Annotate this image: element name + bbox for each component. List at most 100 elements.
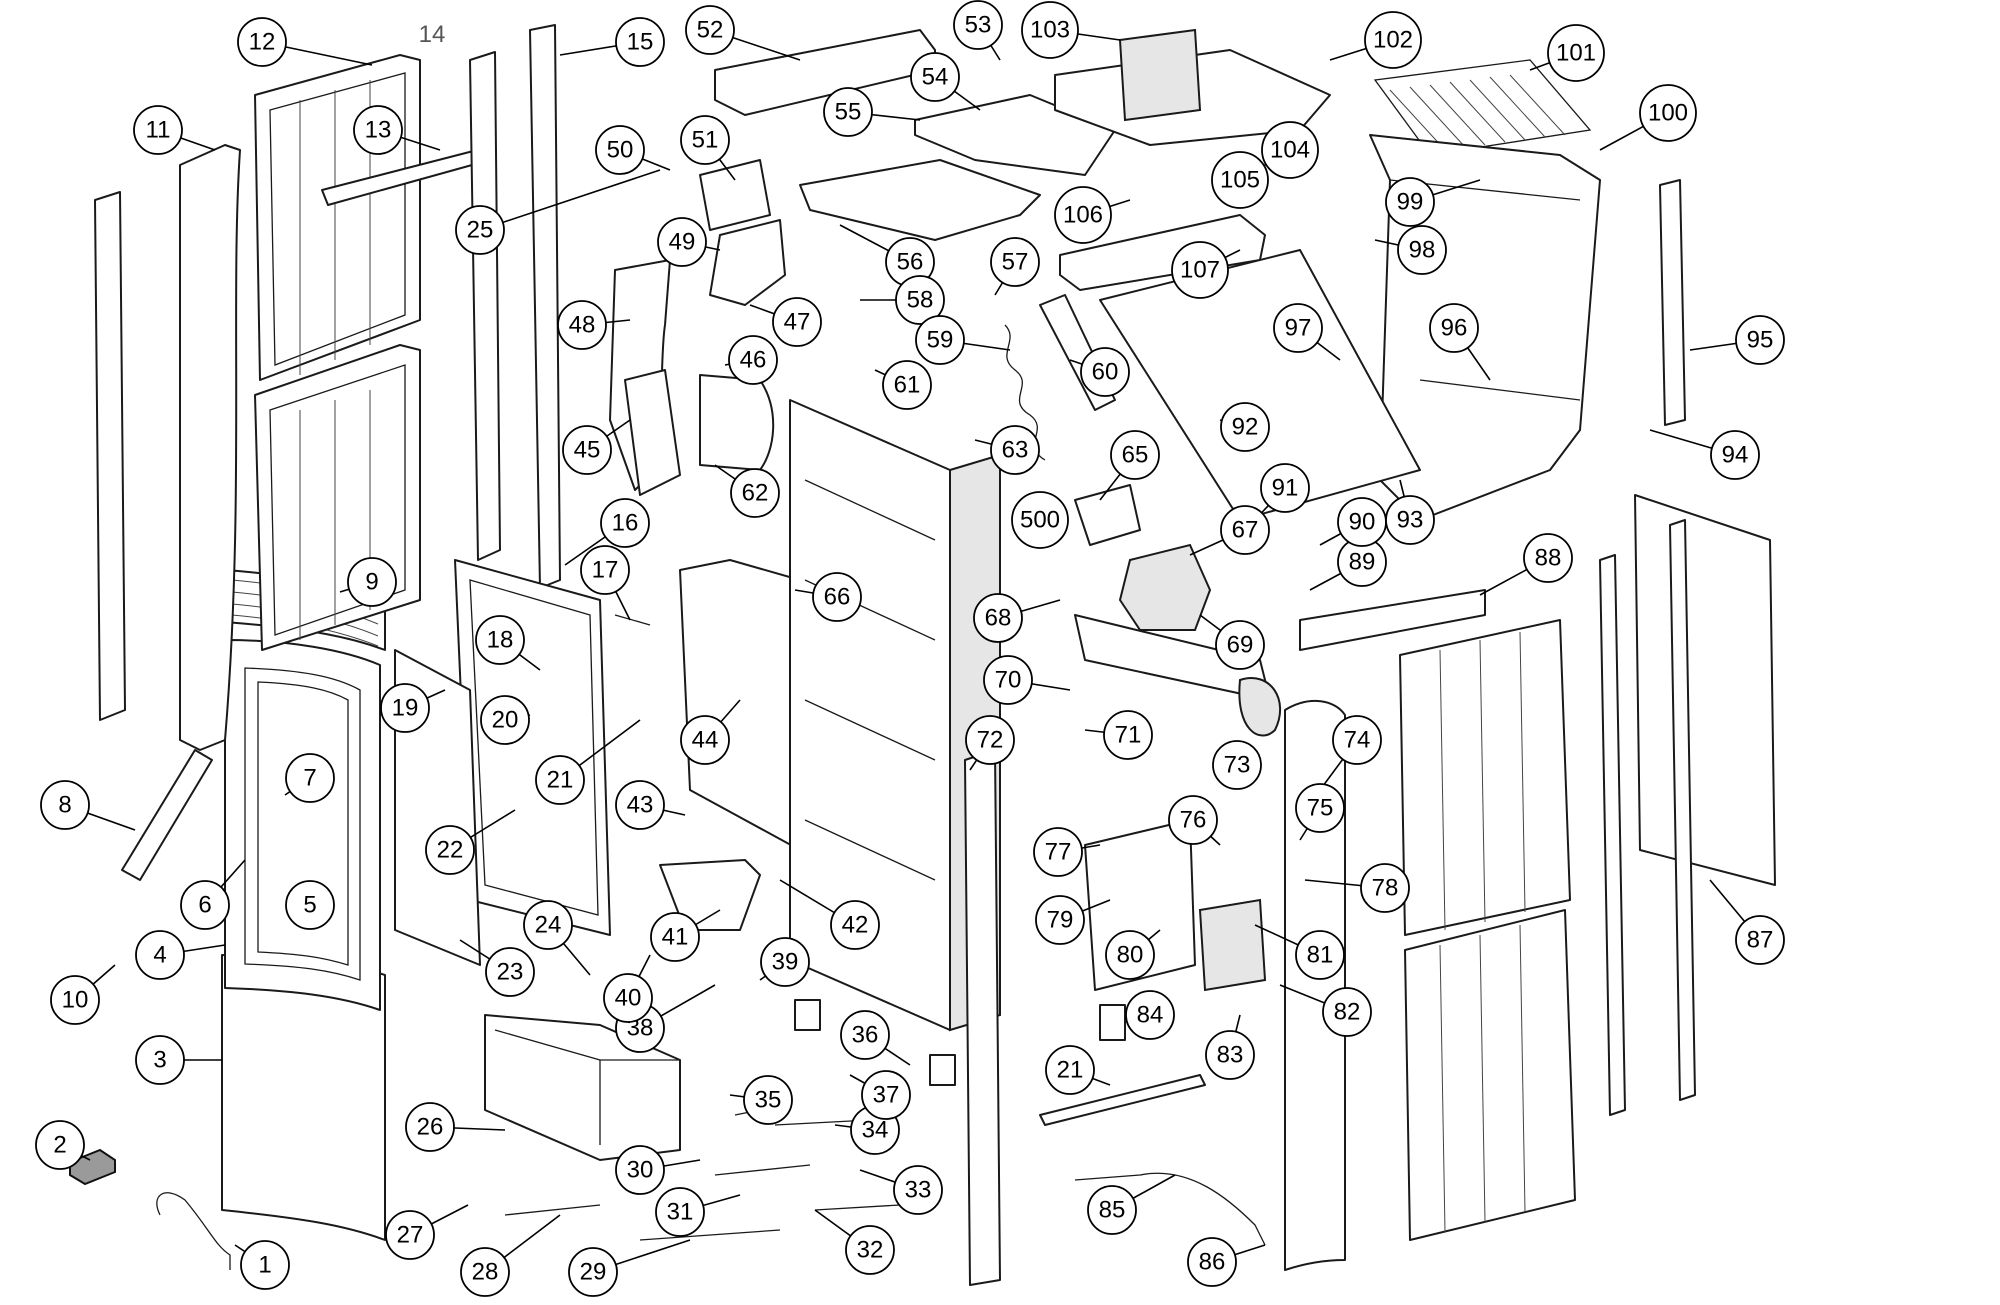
callout-88: 88 — [1523, 533, 1573, 583]
callout-44: 44 — [680, 715, 730, 765]
callout-6: 6 — [180, 880, 230, 930]
callout-label: 8 — [58, 792, 71, 819]
callout-label: 19 — [392, 695, 419, 722]
callout-circle — [650, 912, 700, 962]
callout-90: 90 — [1337, 497, 1387, 547]
callout-circle — [1215, 620, 1265, 670]
callout-45: 45 — [562, 425, 612, 475]
callout-label: 40 — [615, 985, 642, 1012]
callout-circle — [475, 615, 525, 665]
callout-circle — [1220, 402, 1270, 452]
callout-label: 65 — [1122, 442, 1149, 469]
part-handle — [121, 749, 213, 881]
callout-label: 66 — [824, 584, 851, 611]
part-inner-door — [454, 559, 611, 936]
callout-label: 92 — [1232, 414, 1259, 441]
loose-label-14: 14 — [419, 21, 446, 48]
callout-label: 22 — [437, 837, 464, 864]
callout-circle — [990, 425, 1040, 475]
callout-54: 54 — [910, 52, 960, 102]
callout-label: 74 — [1344, 727, 1371, 754]
callout-circle — [983, 655, 1033, 705]
callout-label: 104 — [1270, 137, 1310, 164]
callout-label: 35 — [755, 1087, 782, 1114]
part-elbows — [699, 159, 786, 306]
callout-label: 15 — [627, 29, 654, 56]
callout-label: 106 — [1063, 202, 1103, 229]
callout-circle — [823, 87, 873, 137]
callout-66: 66 — [812, 572, 862, 622]
callout-circle — [133, 105, 183, 155]
callout-label: 500 — [1020, 507, 1060, 534]
callout-label: 17 — [592, 557, 619, 584]
callout-98: 98 — [1397, 225, 1447, 275]
callout-circle — [50, 975, 100, 1025]
callout-circle — [728, 335, 778, 385]
callout-label: 101 — [1556, 40, 1596, 67]
callout-56: 56 — [885, 237, 935, 287]
callout-label: 77 — [1045, 839, 1072, 866]
callout-500: 500 — [1011, 491, 1069, 549]
callout-label: 3 — [153, 1047, 166, 1074]
callout-label: 45 — [574, 437, 601, 464]
callout-label: 59 — [927, 327, 954, 354]
callout-circle — [557, 300, 607, 350]
callout-circle — [405, 1102, 455, 1152]
callout-9: 9 — [347, 557, 397, 607]
callout-circle — [1261, 121, 1319, 179]
callout-circle — [657, 217, 707, 267]
callout-circle — [615, 17, 665, 67]
callout-label: 1 — [258, 1252, 271, 1279]
callout-label: 85 — [1099, 1197, 1126, 1224]
callout-label: 41 — [662, 924, 689, 951]
callout-label: 52 — [697, 17, 724, 44]
callout-59: 59 — [915, 315, 965, 365]
callout-circle — [965, 715, 1015, 765]
callout-circle — [1364, 11, 1422, 69]
callout-circle — [680, 715, 730, 765]
callout-79: 79 — [1035, 895, 1085, 945]
callout-74: 74 — [1332, 715, 1382, 765]
callout-circle — [35, 1120, 85, 1170]
callout-circle — [595, 125, 645, 175]
callout-label: 24 — [535, 912, 562, 939]
callout-4: 4 — [135, 930, 185, 980]
part-screw-17 — [614, 614, 651, 626]
callout-31: 31 — [655, 1187, 705, 1237]
callout-circle — [1360, 863, 1410, 913]
callout-label: 27 — [397, 1222, 424, 1249]
callout-60: 60 — [1080, 347, 1130, 397]
callout-label: 5 — [303, 892, 316, 919]
callout-circle — [1212, 740, 1262, 790]
callout-circle — [812, 572, 862, 622]
callout-92: 92 — [1220, 402, 1270, 452]
part-top-grate — [1373, 59, 1592, 156]
callout-97: 97 — [1273, 303, 1323, 353]
callout-27: 27 — [385, 1210, 435, 1260]
parts-drawing — [69, 24, 1776, 1286]
callout-84: 84 — [1125, 990, 1175, 1040]
callout-circle — [135, 930, 185, 980]
callout-label: 82 — [1334, 999, 1361, 1026]
callout-circle — [237, 17, 287, 67]
callout-circle — [1295, 783, 1345, 833]
callout-label: 30 — [627, 1157, 654, 1184]
callout-label: 61 — [894, 372, 921, 399]
callout-label: 70 — [995, 667, 1022, 694]
callout-48: 48 — [557, 300, 607, 350]
callout-label: 26 — [417, 1114, 444, 1141]
callout-62: 62 — [730, 468, 780, 518]
callout-label: 69 — [1227, 632, 1254, 659]
callout-label: 67 — [1232, 517, 1259, 544]
callout-23: 23 — [485, 947, 535, 997]
callout-17: 17 — [580, 545, 630, 595]
callout-101: 101 — [1547, 24, 1605, 82]
part-top-lid — [799, 159, 1041, 241]
part-left-side-panel — [179, 144, 241, 751]
callout-76: 76 — [1168, 795, 1218, 845]
callout-circle — [353, 105, 403, 155]
callout-circle — [990, 237, 1040, 287]
part-fan-motor — [1238, 677, 1281, 737]
part-switch — [69, 1148, 116, 1186]
